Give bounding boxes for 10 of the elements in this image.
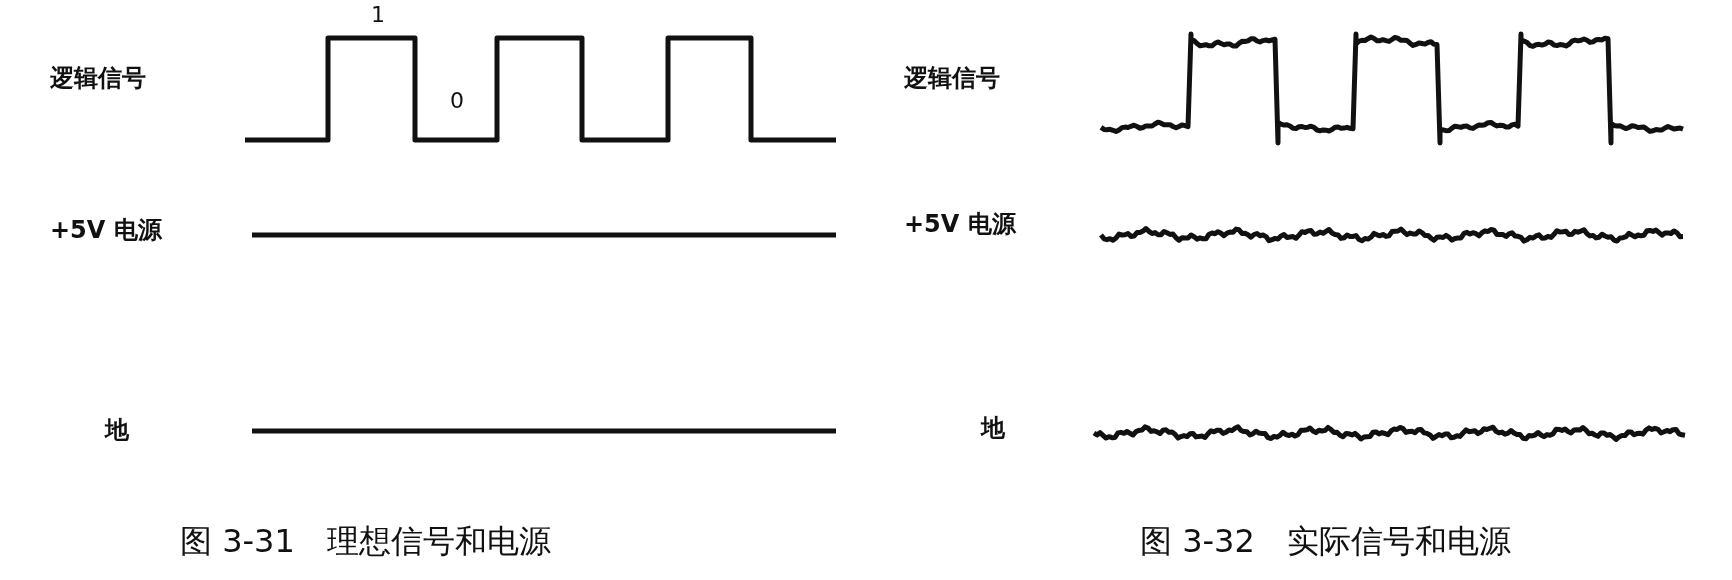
signal-label: 地 <box>981 416 1005 440</box>
signal-label: 逻辑信号 <box>904 66 1000 90</box>
figure-caption: 图 3-31 理想信号和电源 <box>180 525 551 557</box>
level-value: 0 <box>450 90 464 112</box>
signal-label: +5V 电源 <box>50 218 162 242</box>
figure-caption: 图 3-32 实际信号和电源 <box>1140 525 1511 557</box>
level-value: 1 <box>371 4 385 26</box>
signal-label: +5V 电源 <box>904 212 1016 236</box>
signal-label: 地 <box>105 418 129 442</box>
signal-label: 逻辑信号 <box>50 66 146 90</box>
